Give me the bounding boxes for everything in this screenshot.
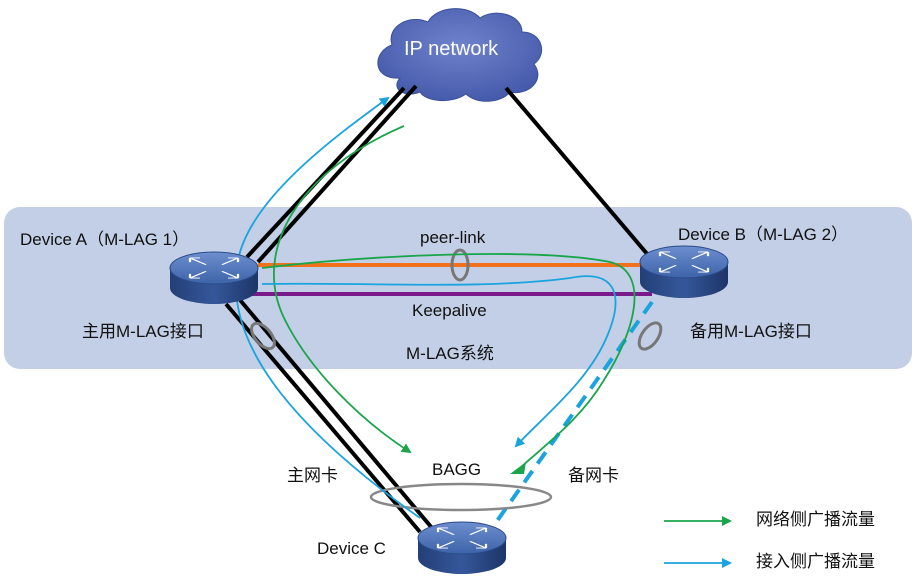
link-cloud-device-b	[504, 86, 656, 264]
legend-access-side-label: 接入侧广播流量	[756, 552, 875, 571]
device-b-label: Device B（M-LAG 2）	[678, 225, 849, 244]
network-side-flow-to-device-c	[273, 125, 412, 454]
peer-link-aggregation-marker	[450, 248, 470, 282]
access-side-flow-via-peer-link	[261, 275, 617, 448]
bagg-label: BAGG	[432, 460, 482, 479]
network-side-arrowhead	[510, 462, 526, 474]
ip-network-label: IP network	[404, 38, 499, 60]
device-c-switch-icon	[417, 521, 507, 574]
link-cloud-device-a-2	[256, 84, 418, 264]
device-a-port-label: 主用M-LAG接口	[82, 322, 204, 341]
ip-network-cloud	[377, 8, 543, 102]
device-c-label: Device C	[317, 539, 386, 558]
device-b-aggregation-marker	[637, 321, 663, 351]
bagg-ellipse	[369, 482, 553, 512]
link-cloud-device-a-1	[245, 86, 406, 259]
device-a-switch-icon	[169, 251, 259, 304]
m-lag-system-label: M-LAG系统	[406, 344, 494, 363]
device-b-port-label: 备用M-LAG接口	[690, 322, 812, 341]
peer-link-label: peer-link	[420, 228, 486, 247]
backup-nic-label: 备网卡	[568, 466, 619, 485]
keepalive-label: Keepalive	[412, 301, 487, 320]
legend-network-side-label: 网络侧广播流量	[756, 510, 875, 529]
device-a-label: Device A（M-LAG 1）	[20, 230, 190, 249]
network-side-flow-via-peer-link	[261, 253, 636, 469]
device-b-switch-icon	[639, 245, 729, 298]
primary-nic-label: 主网卡	[287, 466, 338, 485]
device-a-aggregation-marker	[250, 321, 276, 351]
